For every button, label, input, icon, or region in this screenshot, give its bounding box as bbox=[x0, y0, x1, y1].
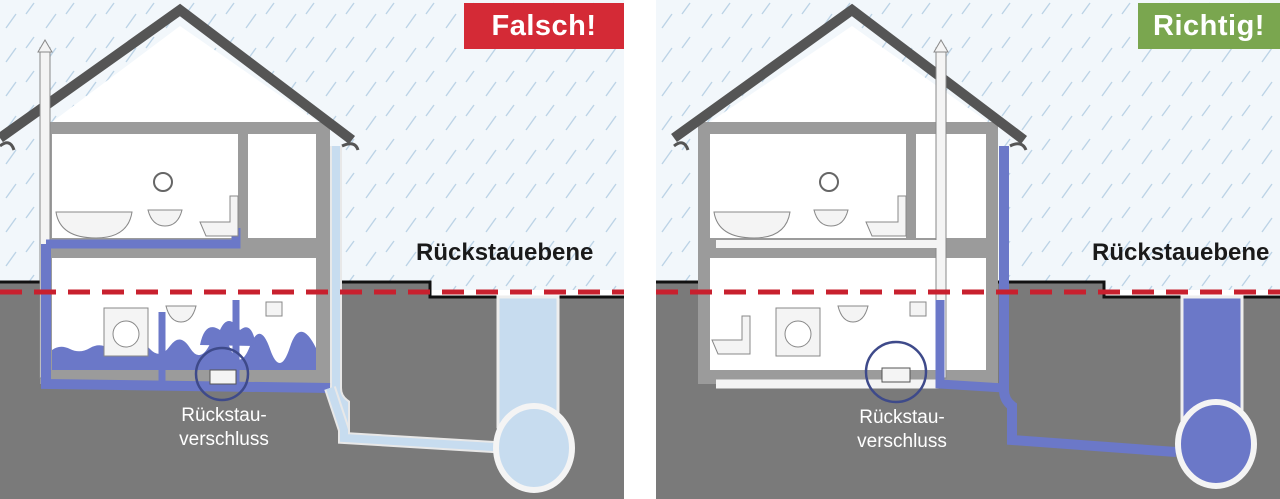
flood-splash bbox=[200, 321, 256, 346]
vent-cap bbox=[37, 39, 53, 53]
roof bbox=[671, 3, 1028, 144]
gutter-right bbox=[341, 142, 360, 151]
mirror-icon bbox=[819, 172, 839, 192]
toilet-basement bbox=[711, 315, 751, 355]
panel-wrong: Falsch! Rückstauebene Rückstau- verschlu… bbox=[0, 0, 624, 499]
washing-machine-door bbox=[112, 320, 140, 348]
valve-highlight-circle bbox=[194, 346, 250, 402]
basement-sink bbox=[837, 305, 869, 323]
backflow-valve-icon bbox=[209, 369, 237, 385]
valve-label-line-2: verschluss bbox=[179, 429, 269, 450]
heater-box bbox=[265, 301, 283, 317]
attic bbox=[710, 26, 988, 122]
backflow-valve-icon bbox=[881, 367, 911, 383]
backflow-level-label: Rückstauebene bbox=[1092, 239, 1270, 266]
upper-room bbox=[916, 134, 986, 238]
heater-box bbox=[909, 301, 927, 317]
valve-label-line-1: Rückstau- bbox=[181, 405, 267, 426]
backflow-valve-label: Rückstau- verschluss bbox=[154, 404, 294, 452]
basement-flood bbox=[52, 331, 316, 370]
gutter-left bbox=[0, 141, 16, 151]
valve-label-line-2: verschluss bbox=[857, 431, 947, 452]
sewer-main bbox=[493, 403, 575, 493]
attic bbox=[52, 26, 318, 122]
gutter-left bbox=[673, 141, 690, 151]
sewer-connection-pipe bbox=[1007, 432, 1177, 457]
backflow-valve-label: Rückstau- verschluss bbox=[832, 406, 972, 454]
valve-highlight-circle bbox=[864, 340, 928, 404]
verdict-badge-right: Richtig! bbox=[1138, 3, 1280, 49]
washing-machine-door bbox=[784, 320, 812, 348]
backflow-level-label: Rückstauebene bbox=[416, 239, 594, 266]
bathtub bbox=[713, 211, 791, 239]
sewer-side-flooded-pipe bbox=[935, 300, 1005, 393]
bathtub bbox=[55, 211, 133, 239]
mirror-icon bbox=[153, 172, 173, 192]
basement-sink bbox=[165, 305, 197, 323]
panel-right: Richtig! Rückstauebene Rückstau- verschl… bbox=[656, 0, 1280, 499]
bathroom-sink bbox=[813, 209, 849, 227]
sewer-main-full bbox=[1175, 399, 1257, 489]
washing-machine bbox=[775, 307, 821, 357]
downpipe bbox=[999, 146, 1017, 432]
bathroom-sink bbox=[147, 209, 183, 227]
upper-room bbox=[248, 134, 316, 238]
sewer-connection-water bbox=[326, 386, 511, 452]
roof bbox=[0, 3, 356, 144]
toilet-upper bbox=[865, 195, 907, 237]
valve-label-line-1: Rückstau- bbox=[859, 407, 945, 428]
vent-cap bbox=[933, 39, 949, 53]
toilet-upper bbox=[199, 195, 239, 237]
verdict-badge-wrong: Falsch! bbox=[464, 3, 624, 49]
gutter-right bbox=[1009, 142, 1028, 151]
